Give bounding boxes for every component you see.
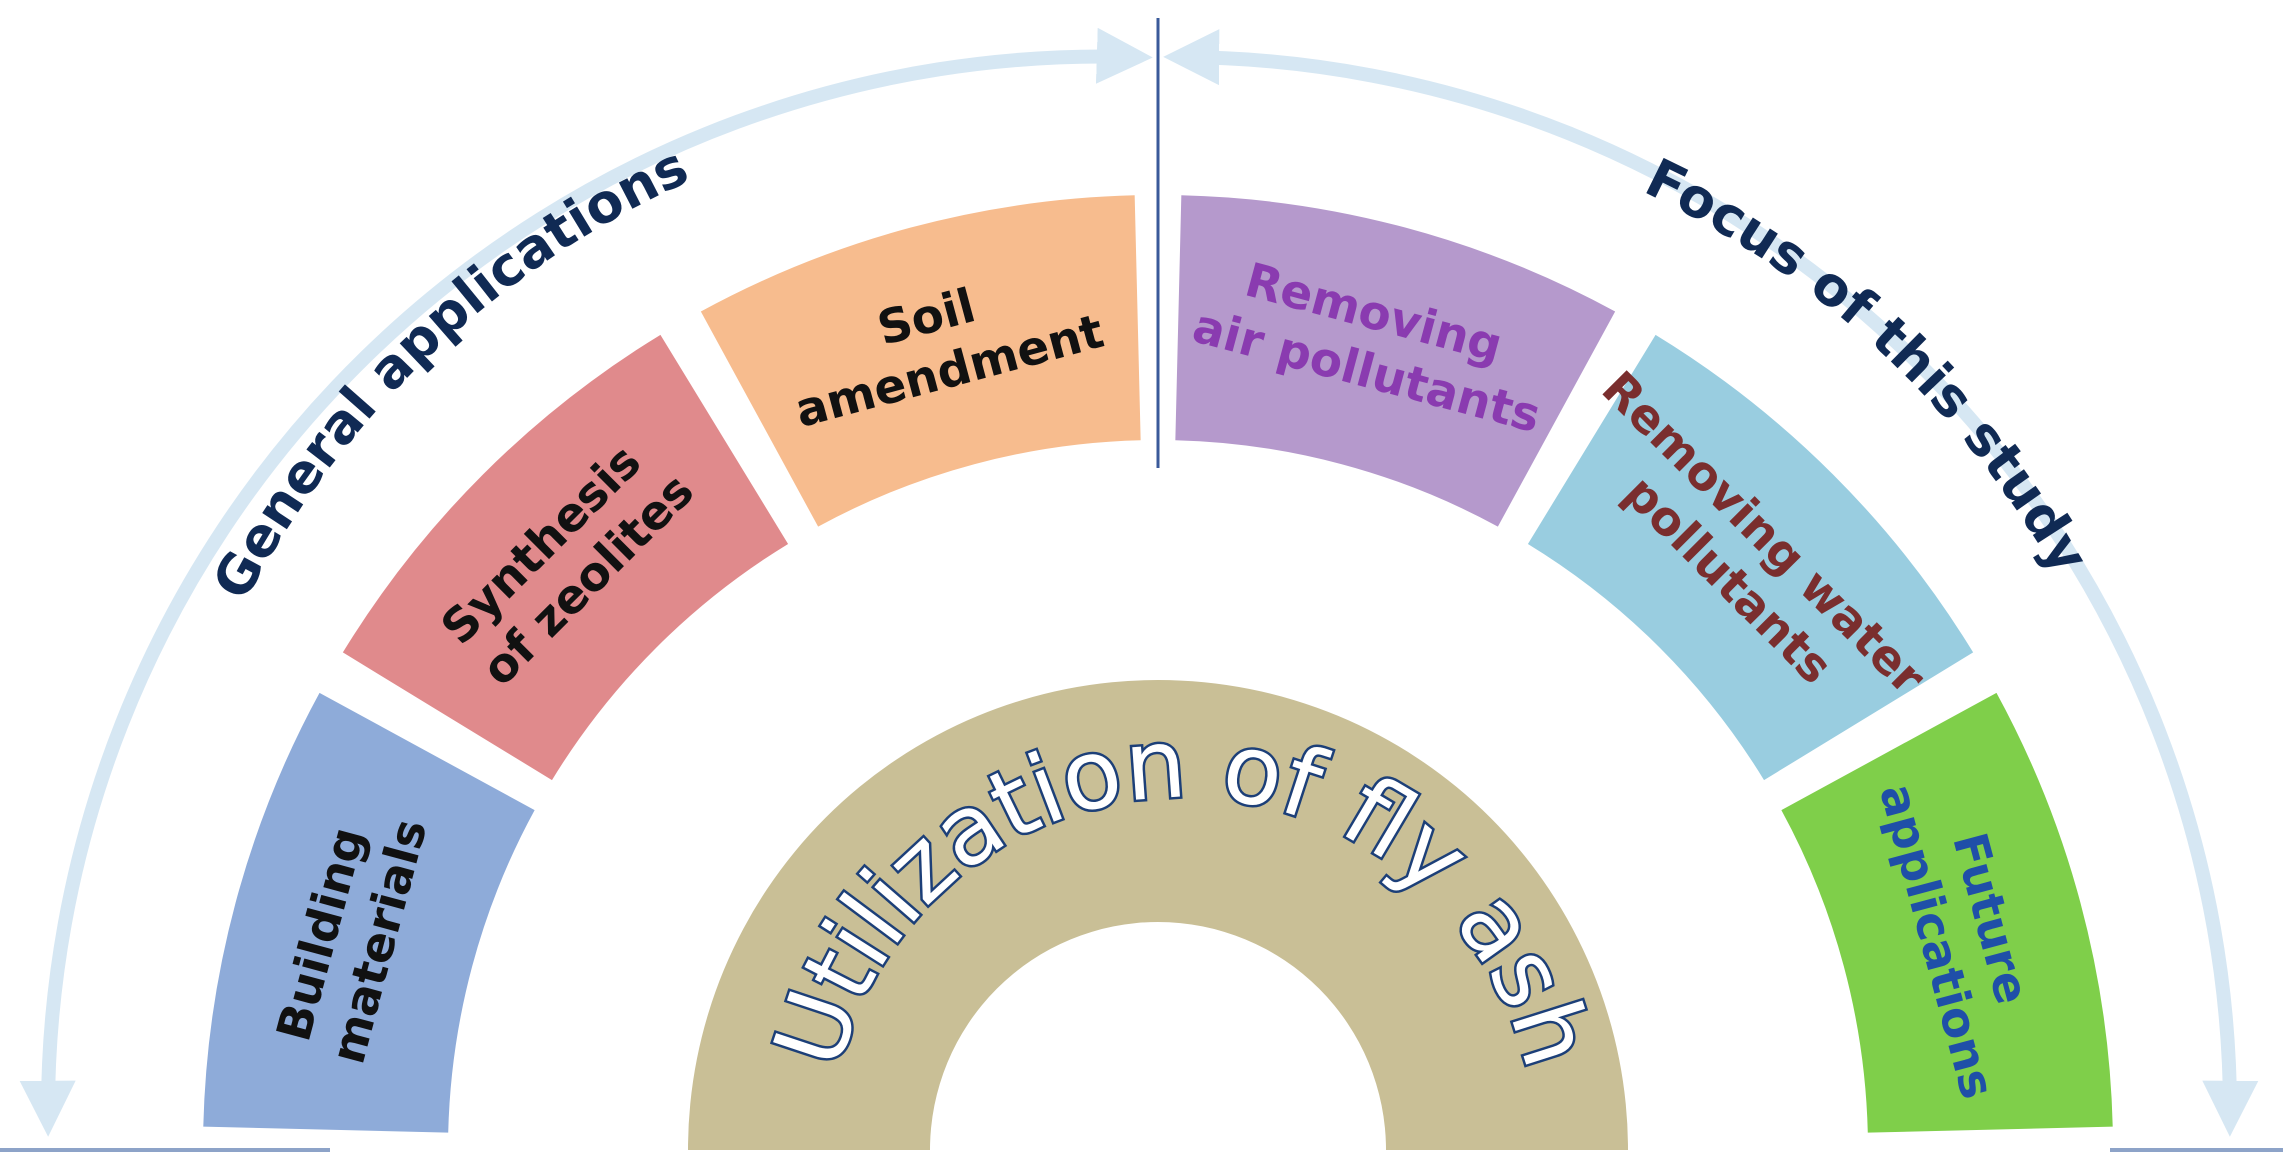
- segment-removing-water-pollutants-shape: [1527, 334, 1974, 781]
- segment-synthesis-of-zeolites-shape: [342, 334, 789, 781]
- segment-future-applications-shape: [1781, 692, 2113, 1133]
- segment-soil-amendment: Soil amendment: [700, 195, 1141, 527]
- outer-arrows: [19, 27, 2259, 1137]
- segment-removing-water-pollutants: Removing water pollutants: [1527, 334, 1974, 781]
- segment-synthesis-of-zeolites: Synthesis of zeolites: [342, 334, 789, 781]
- right-arrow: [1163, 29, 2259, 1137]
- central-hub: Utilization of fly ash: [688, 680, 1628, 1150]
- application-segments: Building materials Synthesis of zeolites…: [203, 195, 2113, 1133]
- segment-soil-amendment-shape: [700, 195, 1141, 527]
- segment-building-materials: Building materials: [203, 692, 535, 1133]
- segment-future-applications: Future applications: [1781, 692, 2113, 1133]
- hub-ring: [688, 680, 1628, 1150]
- left-arrow: [19, 27, 1153, 1137]
- segment-building-materials-shape: [203, 692, 535, 1133]
- segment-removing-air-pollutants: Removing air pollutants: [1175, 195, 1616, 527]
- segment-removing-air-pollutants-shape: [1175, 195, 1616, 527]
